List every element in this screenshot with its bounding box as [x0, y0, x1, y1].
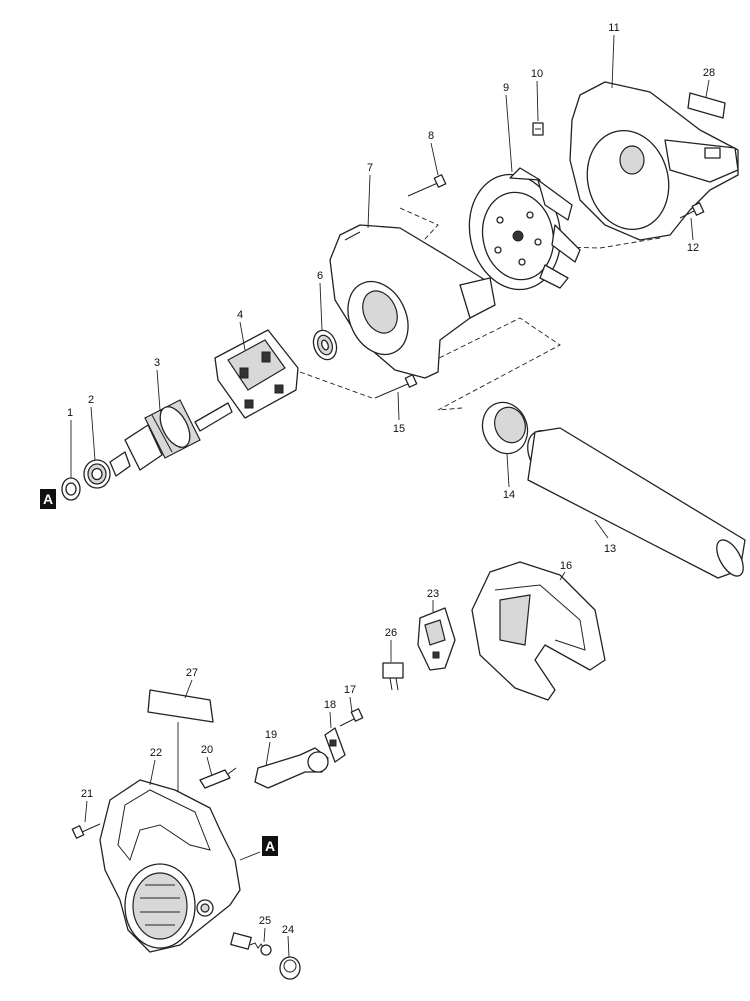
- part-23-switch: [417, 600, 456, 671]
- label-part-15: 15: [393, 423, 405, 435]
- part-number-labels: 1 2 3 4 6 7 8 9 10 11 12 13 14 15 16 17 …: [67, 22, 715, 936]
- part-2-bearing: [83, 406, 111, 489]
- label-part-7: 7: [367, 162, 373, 174]
- part-22-handle-housing: [99, 759, 261, 953]
- label-part-4: 4: [237, 309, 243, 321]
- label-part-8: 8: [428, 130, 434, 142]
- part-11-blower-cover: [569, 34, 739, 241]
- label-part-26: 26: [385, 627, 397, 639]
- label-part-11: 11: [608, 22, 619, 34]
- label-part-14: 14: [503, 489, 515, 501]
- part-19-cord-guard: [254, 741, 329, 789]
- part-28-label: [687, 79, 726, 119]
- label-part-27: 27: [186, 667, 198, 679]
- label-part-19: 19: [265, 729, 277, 741]
- svg-text:A: A: [43, 491, 53, 507]
- label-part-25: 25: [259, 915, 271, 927]
- marker-a-bottom: A: [262, 836, 278, 856]
- label-part-24: 24: [282, 924, 294, 936]
- part-20-noise-suppressor: [199, 756, 237, 789]
- label-part-12: 12: [687, 242, 699, 254]
- label-part-13: 13: [604, 543, 616, 555]
- label-part-6: 6: [317, 270, 323, 282]
- part-26-capacitor: [382, 640, 404, 691]
- part-9-fan: [468, 94, 581, 291]
- label-part-18: 18: [324, 699, 336, 711]
- marker-a-top: A: [40, 489, 56, 509]
- part-12-screw: [679, 202, 705, 241]
- part-14-ring: [481, 401, 529, 488]
- part-1-bearing: [61, 420, 81, 501]
- label-part-9: 9: [503, 82, 509, 94]
- part-6-bearing: [312, 282, 338, 361]
- label-part-10: 10: [531, 68, 543, 80]
- part-15-screw: [374, 374, 418, 421]
- label-part-2: 2: [88, 394, 94, 406]
- svg-text:A: A: [265, 838, 275, 854]
- label-part-21: 21: [81, 788, 93, 800]
- label-part-17: 17: [344, 684, 356, 696]
- part-8-screw: [407, 142, 447, 197]
- part-13-nozzle: [527, 427, 746, 579]
- label-part-20: 20: [201, 744, 213, 756]
- part-7-motor-housing: [329, 174, 496, 379]
- part-18-strain-relief: [324, 711, 346, 763]
- label-part-3: 3: [154, 357, 160, 369]
- part-24-brush-holder-cap: [279, 935, 301, 980]
- part-25-carbon-brush: [230, 927, 272, 956]
- label-part-23: 23: [427, 588, 439, 600]
- part-17-screw: [339, 696, 364, 727]
- part-16-handle-cover: [471, 561, 606, 701]
- part-4-field: [214, 321, 299, 419]
- part-10-nut: [532, 80, 544, 136]
- part-21-screw: [71, 800, 101, 839]
- label-part-16: 16: [560, 560, 572, 572]
- label-part-1: 1: [67, 407, 73, 419]
- part-3-armature: [109, 369, 233, 477]
- label-part-28: 28: [703, 67, 715, 79]
- label-part-22: 22: [150, 747, 162, 759]
